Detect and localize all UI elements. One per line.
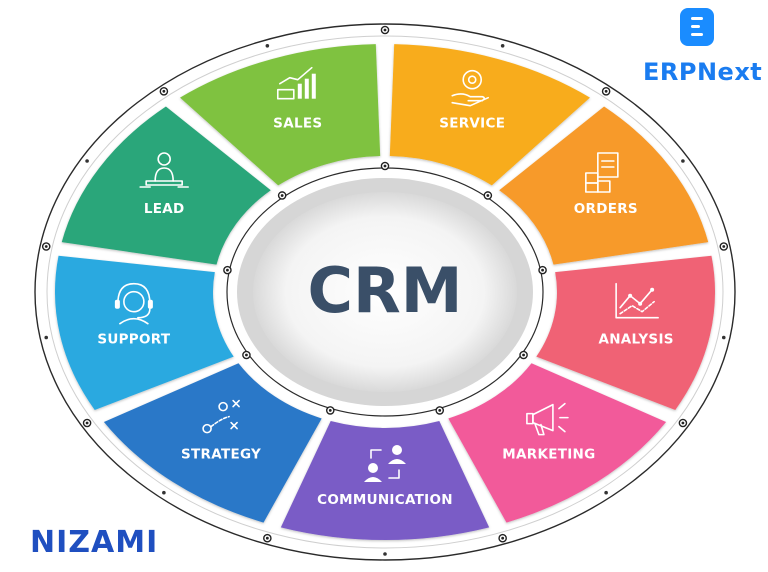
segment-support: SUPPORT [55, 255, 234, 410]
presenter-icon [139, 152, 189, 188]
connector-node-dot [162, 89, 166, 93]
ring-arrow-marker [681, 159, 685, 163]
erpnext-logo: ERPNext [640, 6, 763, 90]
ring-arrow-marker [85, 159, 89, 163]
center-label: CRM [308, 254, 463, 327]
segment-strategy-shape [103, 363, 322, 523]
segment-analysis-label: ANALYSIS [598, 332, 673, 348]
connector-node-dot [541, 268, 544, 272]
segment-analysis-shape [536, 255, 715, 410]
segment-strategy: STRATEGY [103, 363, 322, 523]
headset-icon [114, 282, 153, 325]
connector-node-dot [486, 194, 490, 197]
connector-nodes [41, 25, 729, 556]
ring-arrow-marker [721, 335, 726, 340]
segment-analysis: ANALYSIS [536, 255, 715, 410]
connector-node-dot [681, 421, 685, 425]
segment-marketing-label: MARKETING [502, 447, 595, 463]
connector-node-dot [722, 245, 726, 248]
segment-lead-label: LEAD [144, 201, 185, 217]
strategy-play-icon [202, 399, 240, 434]
segment-sales-shape [180, 44, 381, 186]
segment-sales-label: SALES [273, 116, 322, 132]
segment-service: SERVICE [389, 44, 590, 186]
connector-node-dot [501, 536, 505, 540]
ring-arrow-marker [604, 490, 608, 495]
erpnext-logo-text: ERPNext [643, 58, 763, 86]
connector-node-dot [280, 194, 284, 197]
connector-node-dot [522, 353, 525, 357]
connector-node-dot [383, 164, 387, 168]
segments-layer: SALES SERVICE ORDERS ANALYSIS MARKETING COMMU… [55, 44, 715, 540]
segment-communication-shape [280, 421, 490, 540]
boxes-clipboard-icon [585, 152, 619, 193]
connector-node-dot [85, 421, 89, 425]
connector-node-dot [226, 268, 229, 272]
connector-node-dot [245, 353, 248, 357]
connector-node-dot [328, 409, 332, 412]
ring-arrow-marker [162, 490, 166, 495]
segment-marketing-shape [448, 363, 667, 523]
segment-service-label: SERVICE [439, 116, 505, 132]
erpnext-logo-icon [680, 8, 714, 46]
megaphone-icon [526, 402, 569, 436]
ring-arrow-marker [500, 44, 505, 48]
segment-communication-label: COMMUNICATION [317, 492, 453, 508]
segment-orders-label: ORDERS [574, 201, 638, 217]
segment-sales: SALES [180, 44, 381, 186]
segment-communication: COMMUNICATION [280, 421, 490, 540]
segment-orders: ORDERS [499, 106, 709, 265]
segment-support-shape [55, 255, 234, 410]
connector-node-dot [383, 28, 387, 32]
connector-node-dot [438, 409, 442, 412]
segment-marketing: MARKETING [448, 363, 667, 523]
connector-node-dot [604, 89, 608, 93]
money-growth-icon [276, 66, 316, 100]
line-chart-icon [615, 282, 659, 319]
ring-arrow-marker [44, 335, 49, 340]
people-exchange-icon [364, 445, 406, 482]
connector-node-dot [44, 245, 48, 248]
segment-strategy-label: STRATEGY [181, 447, 261, 463]
segment-orders-shape [499, 106, 709, 265]
segment-support-label: SUPPORT [97, 332, 171, 348]
nizami-watermark: NIZAMI [30, 525, 159, 560]
segment-lead: LEAD [61, 106, 271, 265]
connector-node-dot [265, 536, 269, 540]
hub [253, 192, 517, 392]
ring-arrow-marker [383, 552, 387, 556]
segment-service-shape [389, 44, 590, 186]
ring-arrow-marker [265, 44, 270, 48]
outer-ring-inner-line [46, 35, 724, 549]
gear-hand-icon [451, 69, 490, 107]
